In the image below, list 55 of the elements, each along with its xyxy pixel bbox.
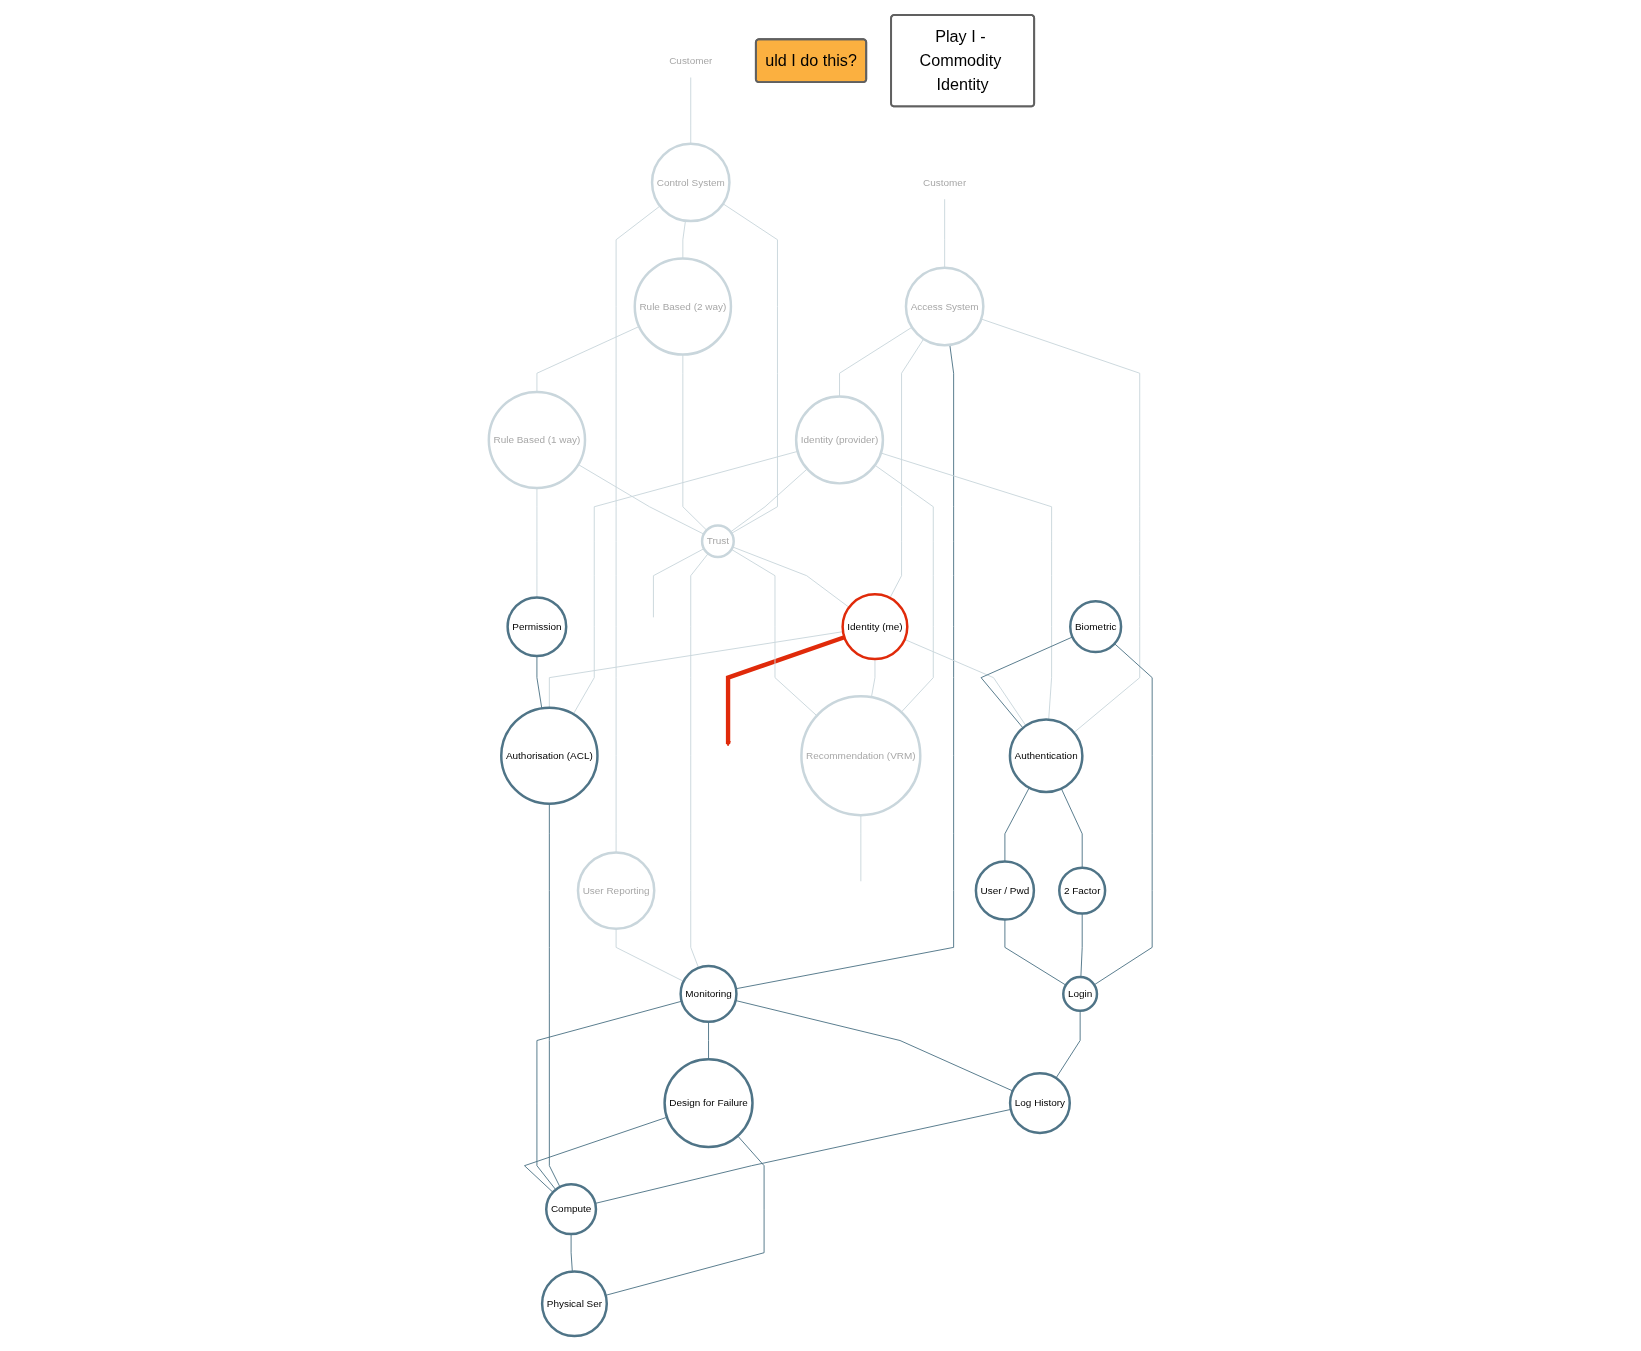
node-circle: Biometric (1069, 600, 1123, 654)
node-circle: Design for Failure (663, 1057, 754, 1149)
arrow (725, 635, 846, 747)
connector (615, 205, 661, 853)
node-circle: Recommendation (VRM) (800, 695, 922, 817)
connector (708, 1021, 709, 1060)
connector (577, 464, 705, 535)
connector (682, 220, 686, 259)
connector (690, 553, 709, 969)
connector (730, 548, 818, 717)
node-circle: Rule Based (2 way) (633, 257, 733, 356)
node-circle: User / Pwd (974, 860, 1036, 921)
node-circle: Trust (700, 524, 735, 559)
node-text: Customer (669, 55, 713, 66)
node-circle: Identity (provider) (794, 395, 885, 485)
connector (652, 548, 705, 618)
connector (870, 658, 876, 698)
connector (1080, 913, 1083, 978)
node-circle: Authorisation (ACL) (500, 706, 599, 806)
connector (735, 1000, 1014, 1092)
connector (874, 464, 934, 713)
node-circle: Rule Based (1 way) (487, 390, 587, 490)
connector (682, 354, 708, 531)
connector (605, 1135, 765, 1296)
connector (536, 326, 640, 393)
node-text: Customer (923, 176, 967, 188)
connector (1055, 1010, 1081, 1079)
connector (548, 803, 561, 1188)
connector (536, 655, 543, 709)
node-circle: Identity (me) (841, 593, 909, 661)
connector (1004, 919, 1067, 986)
connector (732, 546, 850, 608)
connector (904, 638, 1027, 727)
node-circle: Authentication (1008, 718, 1084, 794)
connector (889, 338, 925, 599)
node-circle: Login (1062, 975, 1099, 1013)
connector (980, 636, 1073, 729)
connector (615, 928, 685, 982)
node-circle: User Reporting (576, 851, 656, 930)
node-circle: Physical Ser (540, 1270, 608, 1338)
connector (980, 318, 1141, 733)
connector (722, 203, 778, 534)
node-circle: Monitoring (679, 964, 738, 1024)
node-circle: Log History (1008, 1072, 1071, 1135)
connector (860, 814, 862, 882)
node-circle: Access System (904, 266, 985, 347)
connector (735, 344, 955, 990)
node-circle: Control System (650, 142, 731, 223)
connector (570, 1233, 573, 1272)
connector (1093, 643, 1153, 986)
connector (524, 1116, 668, 1193)
connector (730, 468, 808, 533)
node-circle: 2 Factor (1058, 866, 1107, 915)
node-circle: Permission (506, 596, 568, 658)
node-circle: Compute (545, 1183, 598, 1236)
